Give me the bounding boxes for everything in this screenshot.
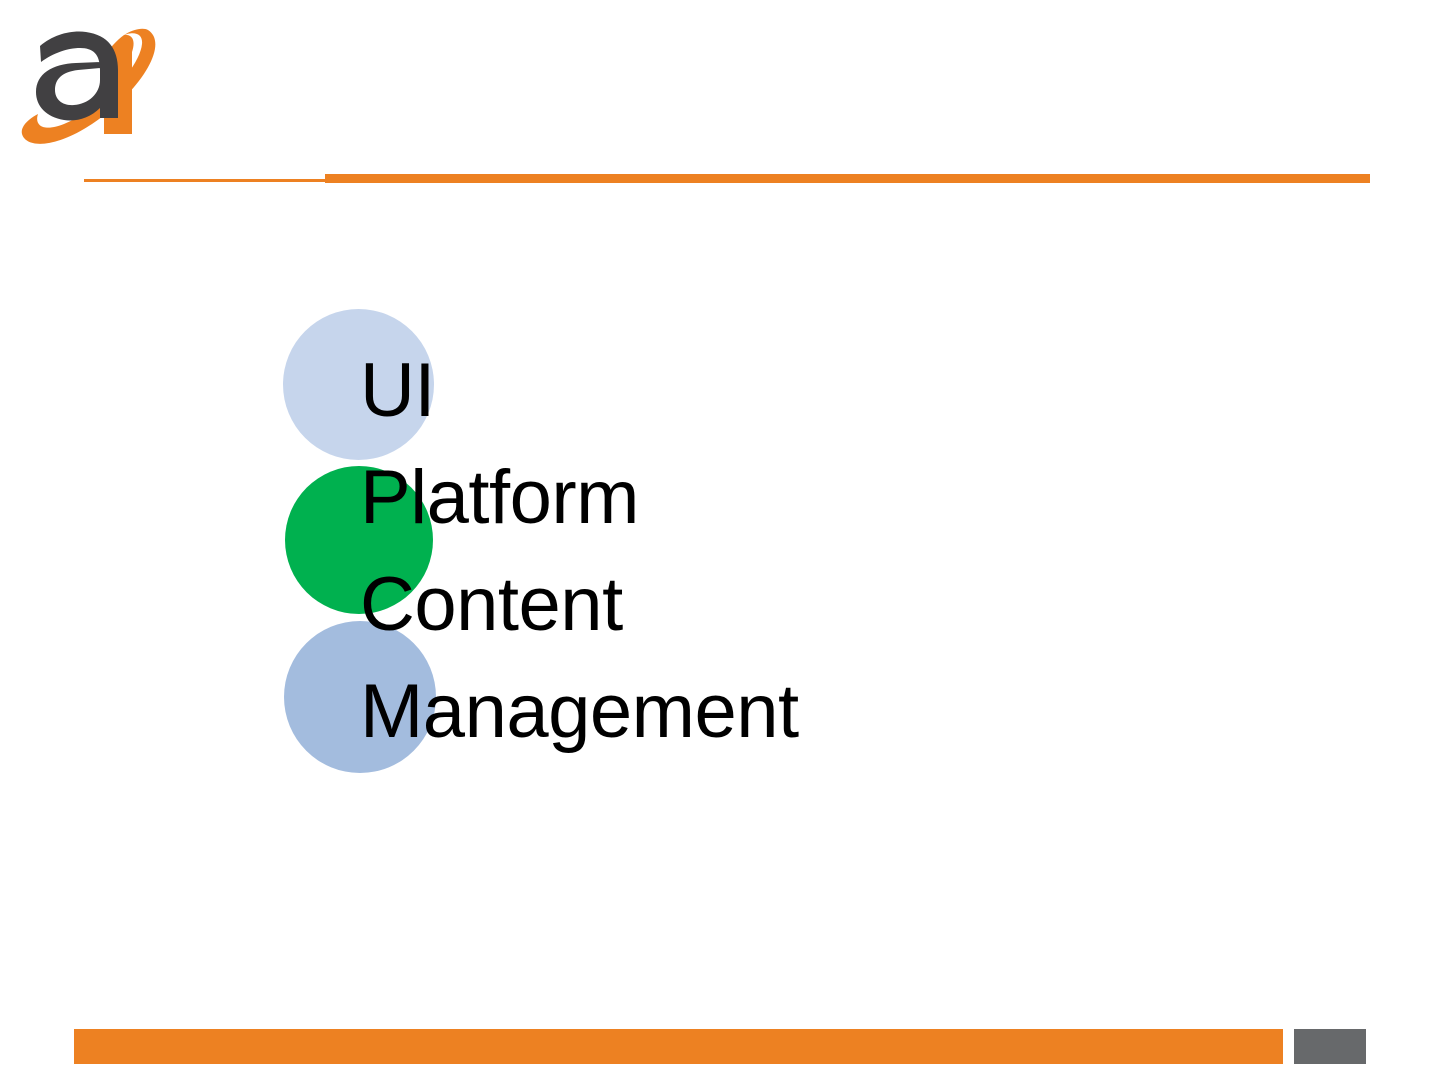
company-logo[interactable] xyxy=(20,22,160,150)
bullet-label-ui: UI xyxy=(360,348,436,433)
footer-accent-block xyxy=(1294,1029,1366,1064)
logo-letter-a-icon xyxy=(36,31,118,121)
bullet-bubble-platform xyxy=(285,466,433,614)
bullet-bubble-content-management xyxy=(284,621,436,773)
footer-bar xyxy=(74,1029,1283,1064)
bullet-label-content-management: Content Management xyxy=(360,562,799,754)
header-rule-thick xyxy=(325,174,1370,183)
bullet-label-platform: Platform xyxy=(360,455,639,540)
bullet-bubble-ui xyxy=(283,309,434,460)
header-rule-thin xyxy=(84,179,326,182)
bullet-text-list: UI Platform Content Management xyxy=(360,337,1320,765)
